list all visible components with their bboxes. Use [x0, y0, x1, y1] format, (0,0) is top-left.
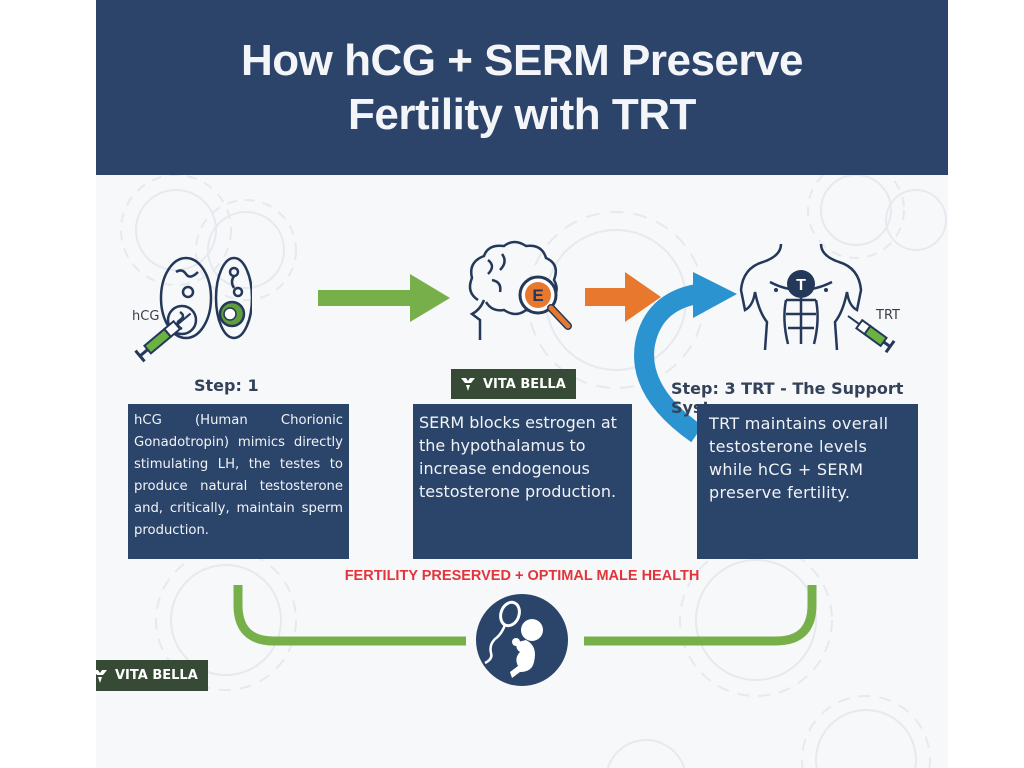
title-banner: How hCG + SERM Preserve Fertility with T… [96, 0, 948, 175]
orange-arrow-icon [585, 272, 661, 322]
infographic-canvas: How hCG + SERM Preserve Fertility with T… [96, 0, 948, 768]
green-bracket-connector [233, 585, 817, 646]
step-2-description: SERM blocks estrogen at the hypothalamus… [419, 413, 617, 501]
trt-icon-label: TRT [876, 308, 900, 323]
step-3-description: TRT maintains overall testosterone level… [709, 414, 889, 502]
step-1-description-box: hCG (Human Chorionic Gonadotropin) mimic… [128, 404, 349, 559]
testes-syringe-icon [134, 256, 252, 363]
step-2-description-box: SERM blocks estrogen at the hypothalamus… [413, 404, 632, 559]
step-3-description-box: TRT maintains overall testosterone level… [697, 404, 918, 559]
svg-text:T: T [796, 277, 806, 294]
blue-curved-arrow-icon [634, 272, 737, 442]
vita-bella-watermark-bottom: VITA BELLA [96, 660, 208, 691]
vita-bella-watermark-middle: VITA BELLA [451, 369, 576, 399]
watermark-text: VITA BELLA [483, 376, 566, 392]
gear-background-pattern [120, 161, 947, 768]
hcg-icon-label: hCG [132, 309, 160, 324]
title-line-1: How hCG + SERM Preserve [241, 35, 803, 85]
trt-syringe-icon [847, 315, 896, 354]
brain-magnifier-estrogen-icon: E [468, 240, 572, 340]
vita-bella-logo-icon [461, 378, 475, 391]
sperm-fetus-icon [476, 594, 568, 686]
result-heading: FERTILITY PRESERVED + OPTIMAL MALE HEALT… [344, 568, 700, 584]
svg-text:E: E [532, 286, 543, 305]
step-1-heading: Step: 1 [194, 376, 259, 395]
title-line-2: Fertility with TRT [348, 89, 696, 139]
torso-testosterone-icon: T [739, 243, 863, 351]
watermark-text: VITA BELLA [115, 668, 198, 683]
step-1-description: hCG (Human Chorionic Gonadotropin) mimic… [134, 413, 343, 538]
vita-bella-logo-icon [96, 669, 107, 683]
green-arrow-icon [318, 274, 450, 322]
